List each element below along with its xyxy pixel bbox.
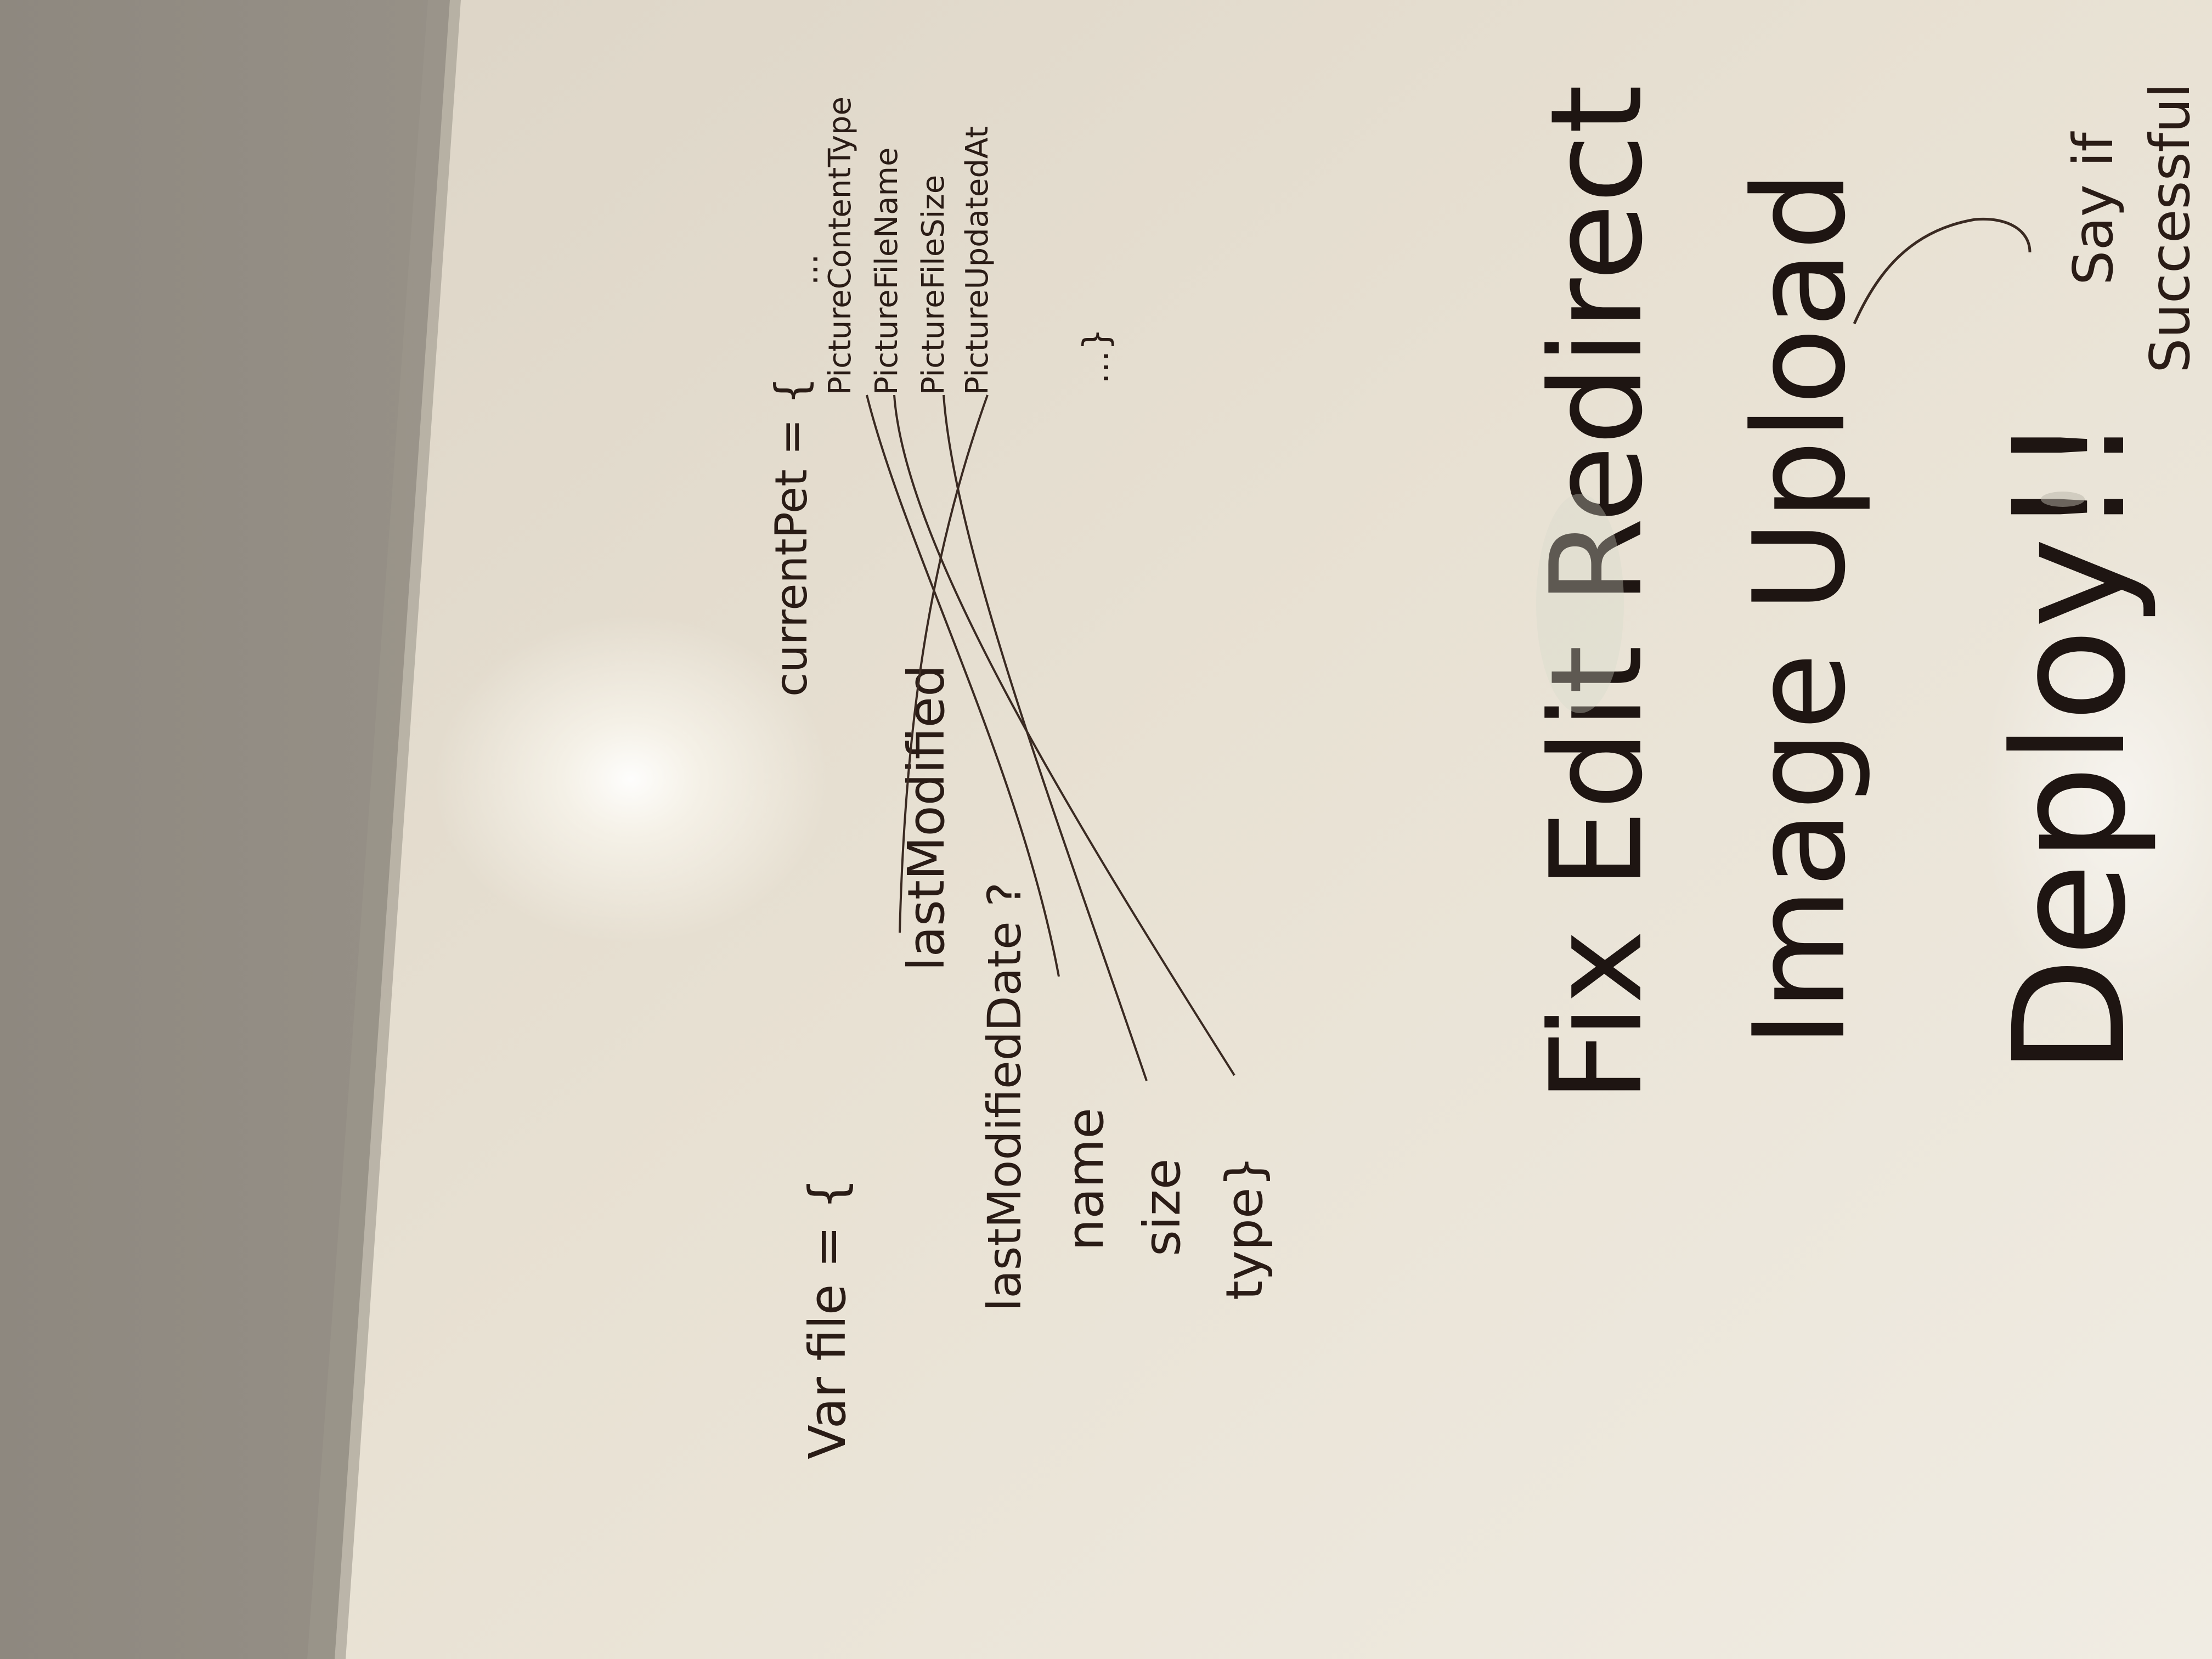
todo-fix-edit-redirect: Fix Edit Redirect: [1524, 84, 1671, 1103]
brace-connector: [1853, 217, 2032, 325]
map-line-type: [893, 394, 1235, 1076]
map-line-size: [943, 394, 1148, 1081]
todo-deploy: Deploy!!: [1981, 414, 2160, 1075]
file-prop-name: name: [1056, 1108, 1115, 1251]
map-line-name: [866, 394, 1060, 977]
currentpet-ellipsis-bottom: ...}: [1076, 328, 1117, 384]
currentpet-prop-updatedat: PictureUpdatedAt: [960, 126, 995, 395]
file-prop-type: type}: [1215, 1155, 1274, 1300]
currentpet-prop-contenttype: PictureContentType: [822, 97, 858, 395]
currentpet-prop-filesize: PictureFileSize: [916, 175, 951, 395]
smudge: [1536, 494, 1624, 713]
whiteboard-surface: [335, 0, 2212, 1659]
currentpet-ellipsis-top: ...: [787, 254, 826, 285]
todo-image-upload: Image Upload: [1727, 171, 1874, 1048]
file-declaration: Var file = {: [798, 1178, 857, 1459]
currentpet-declaration: currentPet = {: [766, 377, 817, 697]
light-glare: [433, 614, 828, 944]
todo-successful: Successful: [2138, 83, 2202, 373]
currentpet-prop-filename: PictureFileName: [869, 148, 905, 396]
smudge-small: [2041, 492, 2085, 507]
map-line-lastmodified: [899, 394, 989, 933]
mapping-lines: [866, 394, 1235, 1081]
todo-say-if: Say if: [2061, 131, 2125, 285]
file-prop-size: size: [1133, 1159, 1192, 1256]
light-glare-right: [1980, 565, 2212, 1026]
board-edge: [307, 0, 461, 1659]
file-prop-lastmodifieddate: lastModifiedDate ?: [978, 882, 1031, 1311]
file-prop-lastmodified: lastModified: [897, 664, 956, 971]
